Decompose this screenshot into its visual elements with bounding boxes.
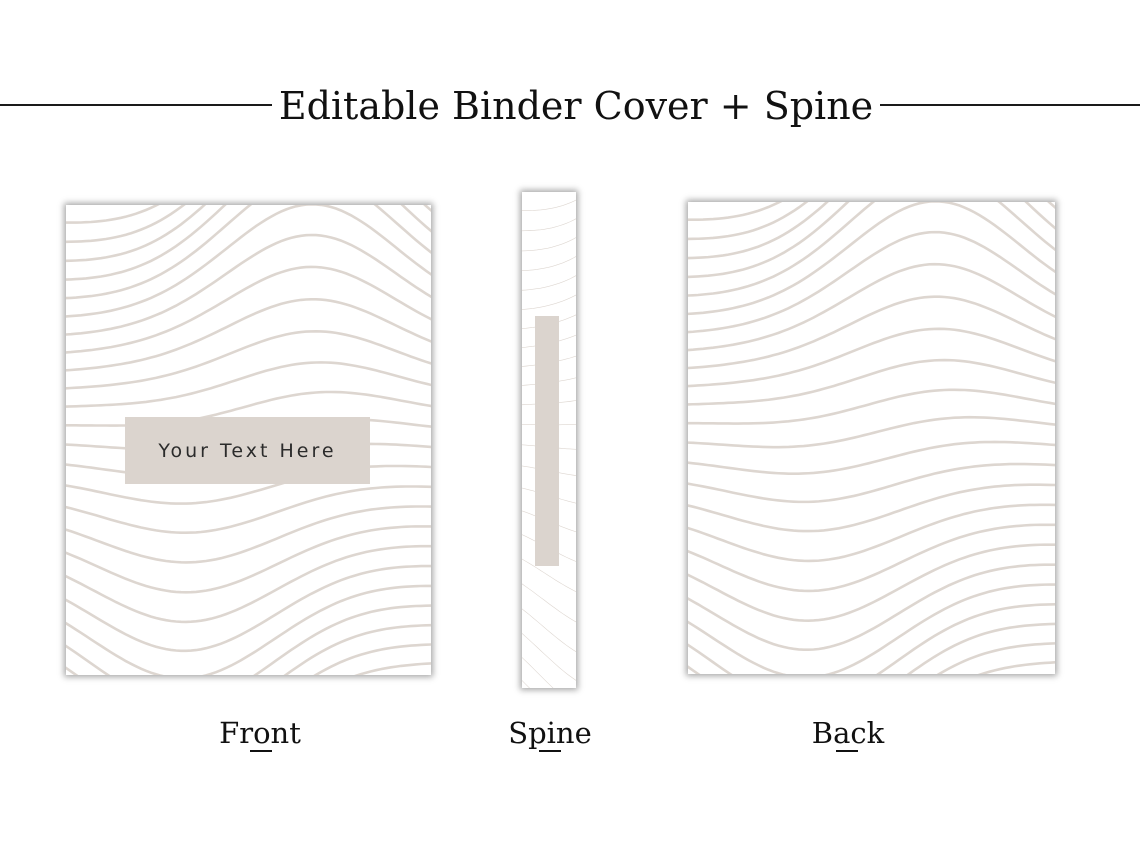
wave-pattern xyxy=(522,199,576,688)
wave-line xyxy=(688,202,809,241)
wave-line xyxy=(688,202,1055,297)
wave-line xyxy=(688,388,1055,425)
front-cover: Your Text Here xyxy=(66,205,431,675)
wave-line xyxy=(66,584,431,675)
wave-line xyxy=(66,604,431,675)
wave-line xyxy=(66,564,431,653)
front-caption-underline xyxy=(250,750,272,752)
wave-line xyxy=(66,361,431,408)
wave-line xyxy=(688,415,1055,449)
wave-line xyxy=(66,505,431,564)
wave-line xyxy=(522,218,576,232)
wave-line xyxy=(66,525,431,594)
wave-line xyxy=(688,202,1055,260)
wave-line xyxy=(66,485,431,534)
wave-line xyxy=(522,294,576,310)
wave-line xyxy=(522,355,576,367)
wave-line xyxy=(522,275,576,291)
wave-line xyxy=(688,230,1055,334)
wave-line xyxy=(977,661,1055,674)
spine-caption: Spine xyxy=(508,716,592,750)
wave-line xyxy=(66,265,431,354)
wave-line xyxy=(66,205,431,281)
wave-line xyxy=(522,680,530,688)
wave-line xyxy=(688,523,1055,593)
wave-line xyxy=(522,534,576,562)
title-rule-left xyxy=(0,104,272,106)
wave-line xyxy=(66,329,431,390)
wave-line xyxy=(522,237,576,252)
wave-line xyxy=(522,657,554,688)
wave-line xyxy=(522,424,576,426)
wave-line xyxy=(522,558,576,593)
wave-line xyxy=(522,655,576,688)
wave-line xyxy=(66,233,431,336)
wave-line xyxy=(66,298,431,372)
cover-text-box[interactable]: Your Text Here xyxy=(125,417,370,484)
wave-line xyxy=(66,623,431,675)
wave-pattern xyxy=(66,205,431,675)
title-rule-right xyxy=(880,104,1140,106)
wave-line xyxy=(66,205,431,300)
wave-line xyxy=(688,295,1055,370)
spine-caption-underline xyxy=(539,750,561,752)
wave-line xyxy=(66,464,431,505)
page-title: Editable Binder Cover + Spine xyxy=(278,84,874,128)
wave-line xyxy=(688,622,1055,674)
back-cover xyxy=(688,202,1055,674)
wave-line xyxy=(522,199,576,211)
wave-line xyxy=(688,483,1055,533)
wave-line xyxy=(522,608,576,652)
wave-line xyxy=(522,444,576,450)
wave-line xyxy=(66,390,431,427)
wave-line xyxy=(688,543,1055,622)
wave-line xyxy=(522,510,576,533)
front-caption: Front xyxy=(219,716,301,750)
wave-line xyxy=(354,662,431,675)
wave-line xyxy=(688,462,1055,504)
wave-line xyxy=(688,202,1055,279)
spine-label-bar[interactable] xyxy=(535,316,559,566)
spine-cover xyxy=(522,192,576,688)
wave-line xyxy=(66,205,160,224)
wave-line xyxy=(522,583,576,623)
wave-line xyxy=(688,440,1055,475)
wave-line xyxy=(936,642,1055,674)
wave-line xyxy=(66,205,186,244)
wave-line xyxy=(688,358,1055,406)
wave-line xyxy=(688,563,1055,652)
wave-line xyxy=(688,327,1055,388)
wave-line xyxy=(66,544,431,624)
back-caption: Back xyxy=(811,716,885,750)
wave-line xyxy=(688,262,1055,352)
wave-line xyxy=(313,643,431,675)
wave-line xyxy=(66,205,431,263)
wave-line xyxy=(66,205,431,318)
wave-pattern xyxy=(688,202,1055,674)
wave-line xyxy=(688,602,1055,674)
wave-line xyxy=(522,675,576,688)
wave-line xyxy=(522,465,576,476)
wave-line xyxy=(522,487,576,504)
wave-line xyxy=(522,400,576,406)
wave-line xyxy=(522,314,576,329)
wave-line xyxy=(522,334,576,348)
back-caption-underline xyxy=(836,750,858,752)
wave-line xyxy=(522,633,576,681)
wave-line xyxy=(688,202,783,221)
wave-line xyxy=(688,583,1055,674)
wave-line xyxy=(688,503,1055,563)
wave-line xyxy=(522,256,576,272)
wave-line xyxy=(688,202,1055,316)
wave-line xyxy=(522,377,576,386)
